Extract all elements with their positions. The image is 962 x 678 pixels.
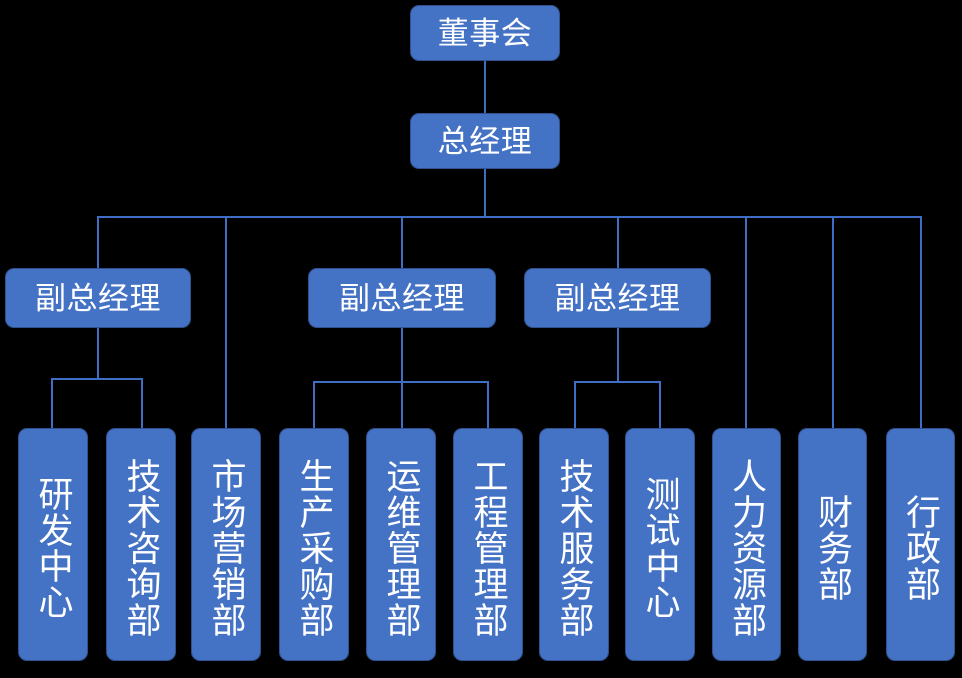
connector-bus-to-finance — [832, 216, 834, 428]
node-department-human-resources[interactable]: 人力资源部 — [712, 428, 781, 661]
connector-bus-to-vp3 — [617, 216, 619, 268]
connector-vp1-bus — [51, 378, 143, 380]
node-department-testing-center[interactable]: 测试中心 — [625, 428, 695, 661]
node-label: 副总经理 — [339, 280, 465, 316]
node-label: 董事会 — [437, 15, 533, 51]
connector-vp2-bus — [313, 381, 488, 383]
node-label: 生产采购部 — [294, 457, 334, 638]
node-label: 副总经理 — [35, 280, 161, 316]
connector-vp3-bus — [574, 381, 661, 383]
node-department-operations-management[interactable]: 运维管理部 — [366, 428, 436, 661]
node-vice-general-manager-2[interactable]: 副总经理 — [308, 268, 496, 328]
connector-vp3-to-tech-service — [574, 381, 576, 428]
connector-vp3-down — [617, 327, 619, 381]
node-label: 副总经理 — [554, 280, 681, 316]
node-label: 研发中心 — [33, 475, 73, 620]
connector-vp2-down — [401, 327, 403, 381]
connector-vp2-to-operations — [401, 381, 403, 428]
node-label: 运维管理部 — [381, 457, 421, 638]
node-vice-general-manager-1[interactable]: 副总经理 — [5, 268, 191, 328]
connector-bus-to-hr — [745, 216, 747, 428]
node-label: 工程管理部 — [468, 457, 508, 638]
connector-gm-down — [484, 168, 486, 216]
connector-vp2-to-engineering — [487, 381, 489, 428]
connector-vp2-to-production — [313, 381, 315, 428]
node-label: 总经理 — [437, 123, 533, 159]
node-department-marketing[interactable]: 市场营销部 — [191, 428, 261, 661]
connector-bus-to-admin — [920, 216, 922, 428]
connector-vp1-to-rd — [51, 378, 53, 428]
node-department-tech-consulting[interactable]: 技术咨询部 — [106, 428, 176, 661]
node-department-rd-center[interactable]: 研发中心 — [18, 428, 88, 661]
node-board-of-directors[interactable]: 董事会 — [410, 5, 560, 61]
connector-bus-to-marketing — [225, 216, 227, 428]
node-vice-general-manager-3[interactable]: 副总经理 — [524, 268, 711, 328]
connector-board-to-gm — [484, 60, 486, 113]
node-department-administration[interactable]: 行政部 — [886, 428, 955, 661]
connector-bus-to-vp1 — [97, 216, 99, 268]
node-department-production-purchasing[interactable]: 生产采购部 — [279, 428, 349, 661]
node-department-finance[interactable]: 财务部 — [798, 428, 867, 661]
node-label: 技术服务部 — [554, 457, 594, 638]
connector-bus-to-vp2 — [401, 216, 403, 268]
node-general-manager[interactable]: 总经理 — [410, 113, 560, 169]
connector-vp1-to-tech-consulting — [141, 378, 143, 428]
node-label: 行政部 — [901, 493, 940, 602]
node-label: 技术咨询部 — [121, 457, 161, 638]
node-label: 人力资源部 — [727, 457, 766, 638]
connector-vp3-to-testing — [659, 381, 661, 428]
node-department-engineering-management[interactable]: 工程管理部 — [453, 428, 523, 661]
node-label: 市场营销部 — [206, 457, 246, 638]
node-label: 财务部 — [813, 493, 852, 602]
connector-vp1-down — [97, 327, 99, 379]
connector-main-bus — [97, 216, 921, 218]
node-label: 测试中心 — [640, 475, 680, 620]
node-department-tech-service[interactable]: 技术服务部 — [539, 428, 609, 661]
